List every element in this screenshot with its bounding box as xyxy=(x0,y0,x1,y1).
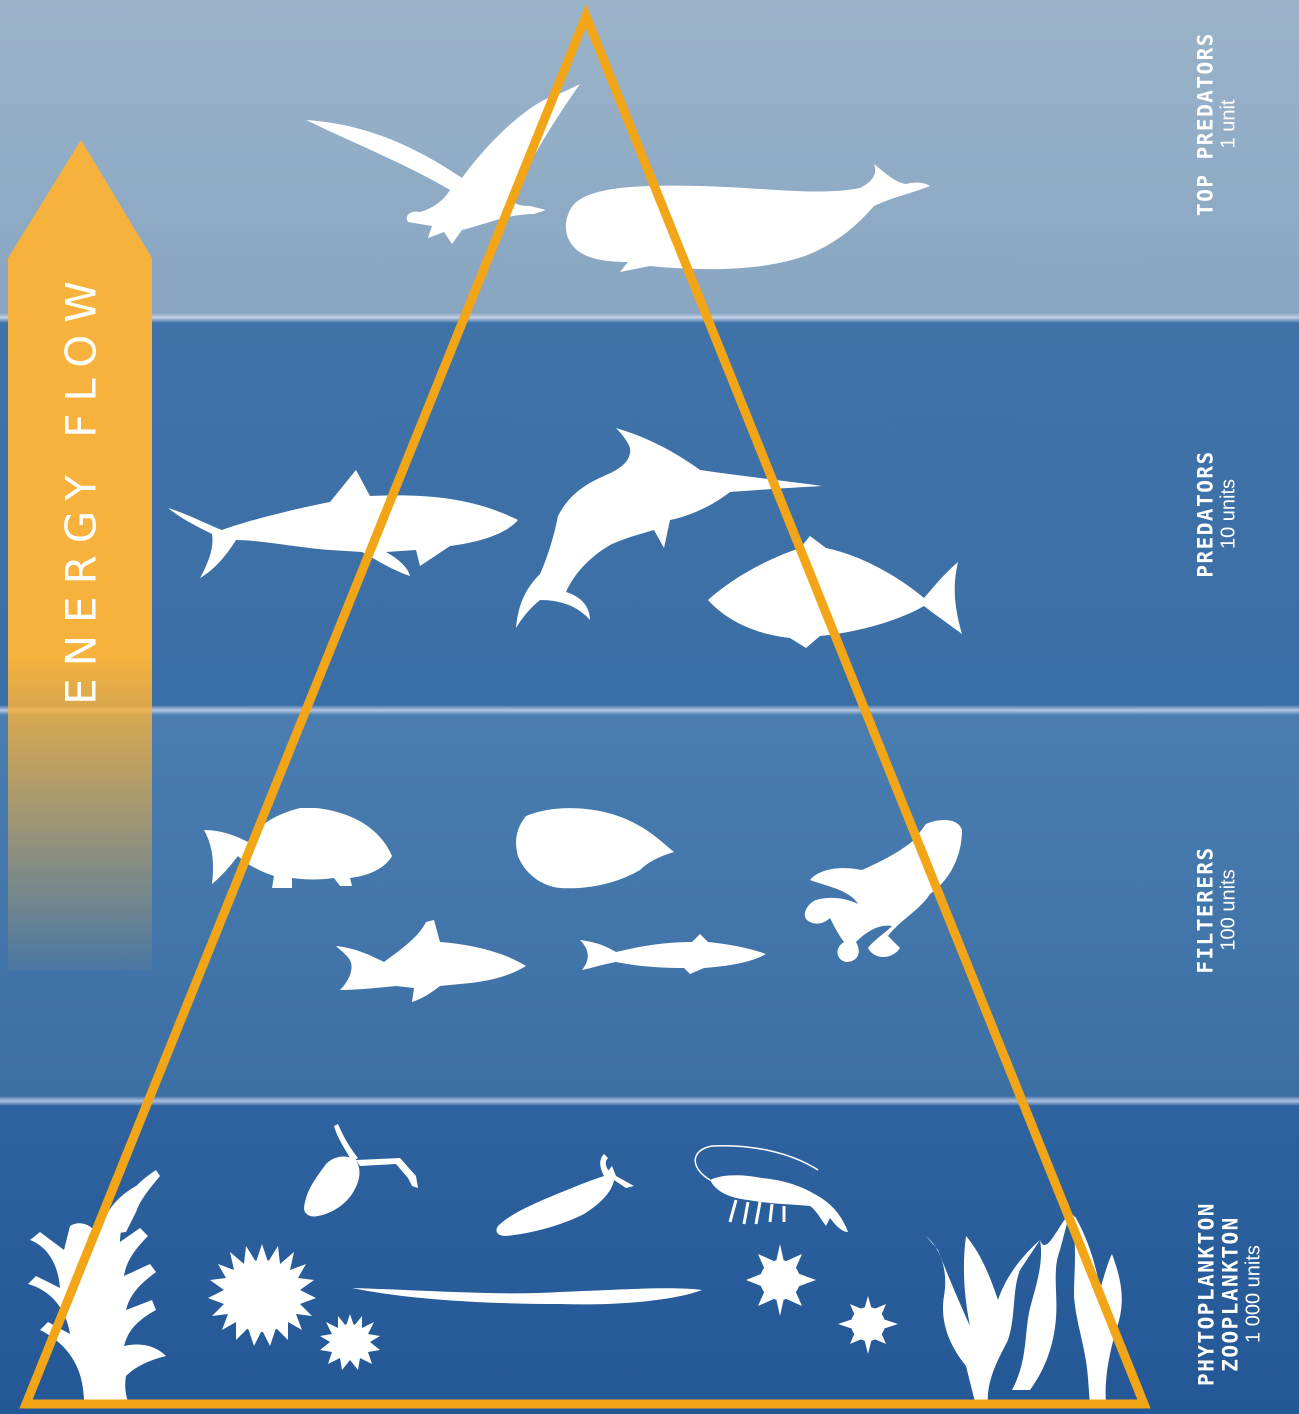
small-urchin-icon xyxy=(320,1314,380,1370)
level-name-zooplankton: ZOOPLANKTON xyxy=(1219,1202,1243,1386)
shark-icon xyxy=(168,470,518,578)
level-units: 1 000 units xyxy=(1243,1202,1266,1386)
level-units: 1 unit xyxy=(1218,32,1241,216)
level-label-predators: PREDATORS 10 units xyxy=(1193,450,1240,577)
level-name: FILTERERS xyxy=(1193,846,1217,973)
level-name-phytoplankton: PHYTOPLANKTON xyxy=(1194,1202,1218,1386)
algae-icon xyxy=(28,1170,166,1406)
larva-icon xyxy=(496,1154,634,1236)
level-units: 10 units xyxy=(1218,450,1241,577)
level-label-filterers: FILTERERS 100 units xyxy=(1193,846,1240,973)
tropical-fish-icon xyxy=(516,808,674,888)
shrimp-icon xyxy=(695,1146,848,1232)
copepod-icon xyxy=(304,1124,418,1217)
anchovy-icon xyxy=(580,934,766,974)
level-name: PREDATORS xyxy=(1193,450,1217,577)
eel-larva-icon xyxy=(352,1288,702,1304)
level-name: TOP PREDATORS xyxy=(1193,32,1217,216)
level-label-plankton: PHYTOPLANKTON ZOOPLANKTON 1 000 units xyxy=(1194,1202,1265,1386)
level-label-top-predators: TOP PREDATORS 1 unit xyxy=(1193,32,1240,216)
sperm-whale-icon xyxy=(566,164,930,272)
radiolarian-icon xyxy=(746,1244,898,1354)
level-units: 100 units xyxy=(1218,846,1241,973)
seagull-icon xyxy=(306,84,580,244)
sea-urchin-icon xyxy=(208,1244,316,1346)
tarpon-icon xyxy=(336,920,526,1002)
goldfish-icon xyxy=(204,808,392,888)
kelp-icon xyxy=(926,1212,1122,1406)
